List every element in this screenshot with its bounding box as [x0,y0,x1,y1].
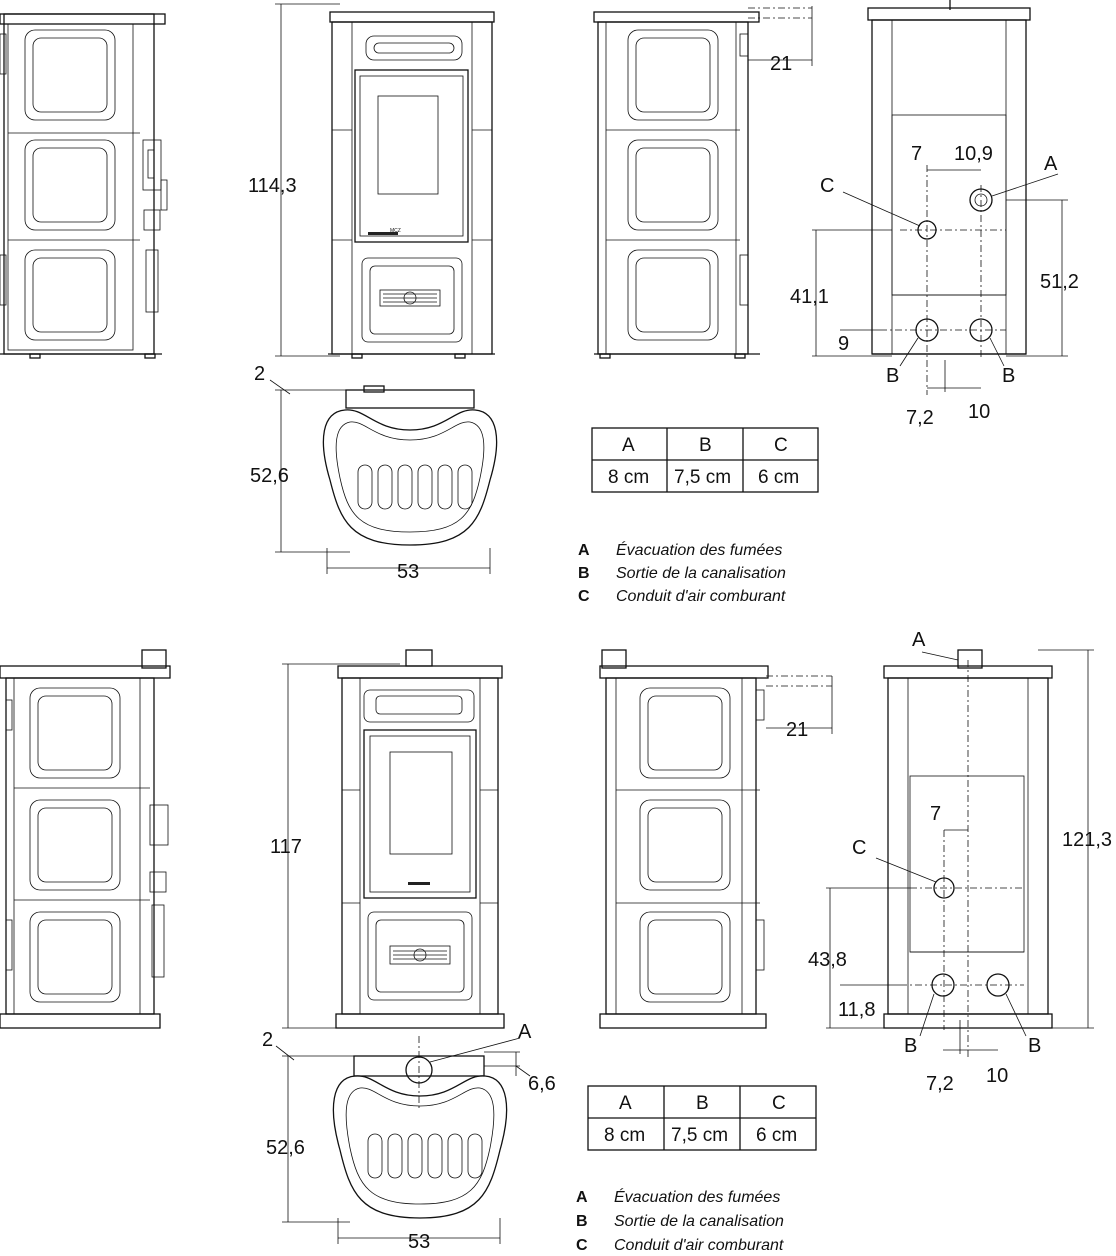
dim-top-offset-top: 2 [254,363,265,385]
dim-height-total-top: 114,3 [248,175,297,197]
legend-top: A Évacuation des fumées B Sortie de la c… [578,540,786,605]
dim-spacing-10-top: 10 [968,401,990,423]
table-top-header-b: B [699,435,712,456]
legend-top-key-c: C [578,588,590,605]
label-c-top: C [820,175,834,197]
legend-bottom-key-b: B [576,1213,588,1230]
label-b-left-bottom: B [904,1035,917,1057]
dim-height-top: 114,3 [248,3,340,357]
label-c-bottom: C [852,837,866,859]
side-view-right-top: 21 [593,6,813,359]
dim-width-top: 53 [397,561,419,583]
table-top-value-b: 7,5 cm [674,467,731,488]
table-top-header-c: C [774,435,788,456]
dim-height-c-bottom: 43,8 [808,949,847,971]
side-view-left-bottom [0,649,171,1029]
label-a-top-view-bottom: A [518,1021,532,1043]
dim-spacing-7-bottom: 7 [930,803,941,825]
legend-bottom: A Évacuation des fumées B Sortie de la c… [576,1187,784,1254]
table-bottom-value-c: 6 cm [756,1125,797,1146]
rear-view-bottom: 121,3 43,8 11,8 7 7,2 10 C A B B [808,629,1112,1095]
dim-flue-offset-top: 21 [770,53,792,75]
legend-bottom-key-c: C [576,1237,588,1254]
dim-height-a-top: 51,2 [1040,271,1079,293]
label-b-right-top: B [1002,365,1015,387]
top-view-top: 2 52,6 53 [250,363,498,583]
table-bottom-header-a: A [619,1093,632,1114]
label-b-left-top: B [886,365,899,387]
dim-spacing-7-top: 7 [911,143,922,165]
table-top-header-a: A [622,435,635,456]
dim-depth-top: 52,6 [250,465,289,487]
legend-top-text-c: Conduit d'air comburant [616,588,786,605]
label-a-rear-bottom: A [912,629,926,651]
dim-spacing-10-9-top: 10,9 [954,143,993,165]
svg-text:MCZ: MCZ [390,228,401,234]
front-view-bottom [335,649,505,1029]
label-a-top: A [1044,153,1058,175]
dim-height-b-top: 9 [838,333,849,355]
top-view-bottom: 2 52,6 53 6,6 A [262,1021,556,1253]
legend-bottom-text-b: Sortie de la canalisation [614,1213,784,1230]
legend-top-text-b: Sortie de la canalisation [616,565,786,582]
legend-top-key-a: A [578,542,590,559]
table-bottom-value-a: 8 cm [604,1125,645,1146]
table-bottom-header-c: C [772,1093,786,1114]
hole-diameter-table-bottom: A B C 8 cm 7,5 cm 6 cm [587,1085,817,1151]
legend-top-text-a: Évacuation des fumées [616,540,782,559]
side-view-right-bottom: 21 [599,649,833,1029]
dim-height-b-bottom: 11,8 [838,999,875,1021]
hole-diameter-table-top: A B C 8 cm 7,5 cm 6 cm [591,427,819,493]
rear-view-top: 41,1 9 51,2 7 10,9 7,2 10 C A B B [790,0,1079,429]
dim-flue-offset-top-bottom: 6,6 [528,1073,556,1095]
dim-spacing-7-2-top: 7,2 [906,407,934,429]
table-bottom-value-b: 7,5 cm [671,1125,728,1146]
dim-spacing-10-bottom: 10 [986,1065,1008,1087]
dim-height-c-top: 41,1 [790,286,829,308]
dim-height-rear-bottom: 121,3 [1062,829,1112,851]
legend-bottom-text-c: Conduit d'air comburant [614,1237,784,1254]
table-top-value-a: 8 cm [608,467,649,488]
table-top-value-c: 6 cm [758,467,799,488]
dim-width-bottom: 53 [408,1231,430,1253]
dim-top-offset-bottom: 2 [262,1029,273,1051]
dim-depth-bottom: 52,6 [266,1137,305,1159]
label-b-right-bottom: B [1028,1035,1041,1057]
dim-flue-offset-bottom: 21 [786,719,808,741]
dim-spacing-7-2-bottom: 7,2 [926,1073,954,1095]
legend-bottom-key-a: A [576,1189,588,1206]
table-bottom-header-b: B [696,1093,709,1114]
side-view-left-top [0,13,168,359]
front-view-top: MCZ [328,11,495,359]
legend-bottom-text-a: Évacuation des fumées [614,1187,780,1206]
dim-height-total-bottom: 117 [270,836,302,858]
legend-top-key-b: B [578,565,590,582]
dim-height-bottom: 117 [270,663,400,1029]
